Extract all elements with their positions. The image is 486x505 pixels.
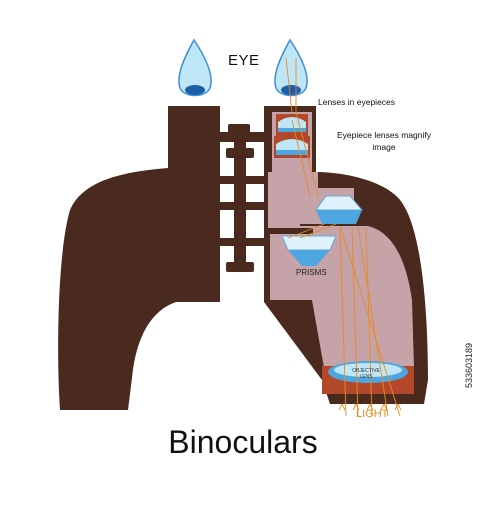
prism-divider (267, 228, 313, 234)
right-eye-icon (274, 38, 308, 97)
prisms-label: PRISMS (296, 268, 327, 277)
left-barrel (58, 106, 220, 410)
hinge-bridge (218, 124, 266, 272)
objective-lens-label: OBJECTIVE LENS (352, 368, 380, 380)
lenses-in-eyepieces-label: Lenses in eyepieces (318, 97, 396, 107)
eyepiece-lens-lower (274, 136, 310, 158)
eye-label: EYE (228, 52, 260, 69)
lower-prism (281, 235, 337, 266)
light-rays (285, 57, 402, 417)
light-label: LIGHT (356, 408, 389, 420)
eyepiece-magnify-label: Eyepiece lenses magnify image (336, 130, 432, 152)
upper-prism (315, 195, 364, 224)
stock-id: 533603189 (464, 342, 474, 388)
diagram-title: Binoculars (168, 424, 318, 460)
eyepiece-lens-upper (276, 114, 308, 136)
left-eye-icon (178, 38, 212, 97)
